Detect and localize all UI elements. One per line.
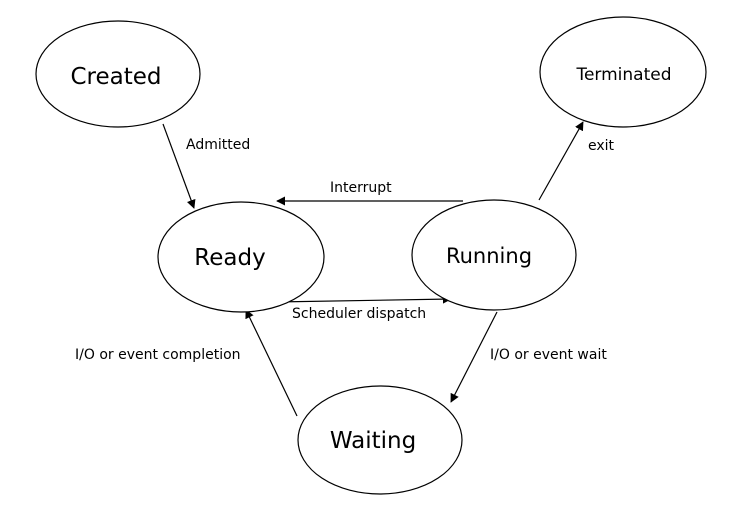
edge-ready-to-running <box>274 294 452 304</box>
edge-created-to-ready <box>162 123 196 209</box>
edge-waiting-to-ready <box>245 309 298 417</box>
transition-scheduler-dispatch-label: Scheduler dispatch <box>292 306 426 322</box>
state-terminated-label: Terminated <box>575 65 671 85</box>
state-created <box>35 20 201 128</box>
transition-io-event-wait-label: I/O or event wait <box>490 347 607 363</box>
state-waiting <box>297 385 463 495</box>
edge-running-to-terminated <box>538 121 584 201</box>
state-running <box>411 199 577 311</box>
state-terminated <box>539 16 707 128</box>
transition-exit-label: exit <box>588 138 615 154</box>
edge-running-to-waiting <box>450 311 498 403</box>
state-ready-label: Ready <box>194 245 265 271</box>
state-ready <box>157 201 325 313</box>
transition-admitted-label: Admitted <box>186 137 250 153</box>
transition-interrupt-label: Interrupt <box>330 180 392 196</box>
transition-io-event-completion-label: I/O or event completion <box>75 347 241 363</box>
state-created-label: Created <box>70 64 161 90</box>
state-running-label: Running <box>446 244 532 268</box>
state-waiting-label: Waiting <box>330 428 416 454</box>
